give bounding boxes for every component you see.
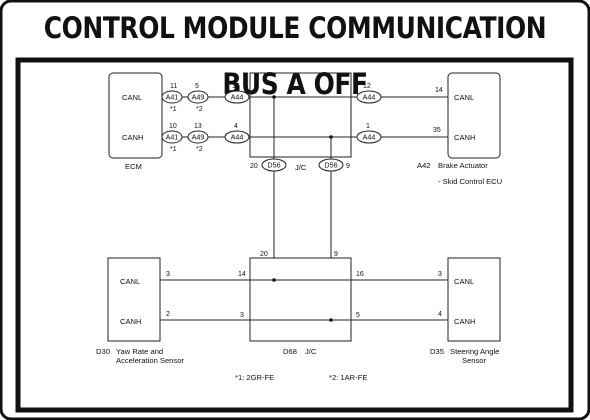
- brake-canl-pin: 14: [435, 87, 443, 94]
- steer-canl-pin: 3: [438, 271, 442, 278]
- jc-top-label: J/C: [295, 163, 307, 172]
- ecm-canh-note1: *1: [170, 146, 177, 153]
- ecm-canl-conn1: A41: [166, 93, 179, 102]
- jc-top-conn-left: D56: [267, 161, 280, 170]
- jc-top-num-right: 9: [346, 163, 350, 170]
- ecm-canh-note2: *2: [196, 146, 203, 153]
- ecm-canl-conn3: A44: [231, 93, 244, 102]
- ecm-canh-label: CANH: [122, 133, 144, 142]
- ecm-box: [108, 72, 163, 159]
- yaw-canl-label: CANL: [120, 277, 140, 286]
- ecm-name: ECM: [125, 162, 142, 171]
- brake-canl-num-left: 12: [363, 83, 371, 90]
- ecm-canh-num3: 4: [234, 123, 238, 130]
- ecm-canh-num2: 13: [194, 123, 202, 130]
- yaw-canh-label: CANH: [120, 317, 142, 326]
- ecm-canl-num3: 15: [232, 83, 240, 90]
- steering-sensor-box: [447, 257, 501, 342]
- jc-bottom-in-right-bot: 5: [356, 312, 360, 319]
- jc-bottom-in-right-top: 16: [356, 271, 364, 278]
- steer-name: Steering Angle: [450, 347, 499, 356]
- ecm-canl-conn2: A49: [192, 93, 205, 102]
- jc-bottom-top-left: 20: [260, 251, 268, 258]
- jc-bottom-top-right: 9: [334, 251, 338, 258]
- yaw-canl-pin: 3: [166, 271, 170, 278]
- jc-bottom-label: J/C: [305, 347, 317, 356]
- brake-name: Brake Actuator: [438, 161, 488, 170]
- footnote-1: *1: 2GR-FE: [235, 373, 274, 382]
- jc-top-box: [249, 72, 352, 158]
- brake-ref: A42: [417, 161, 431, 170]
- yaw-name: Yaw Rate and: [116, 347, 163, 356]
- steer-ref: D35: [430, 347, 444, 356]
- yaw-ref: D30: [96, 347, 110, 356]
- brake-subname: - Skid Control ECU: [438, 177, 502, 186]
- ecm-canl-label: CANL: [122, 93, 142, 102]
- footnote-2: *2: 1AR-FE: [329, 373, 367, 382]
- ecm-canl-num2: 5: [195, 83, 199, 90]
- yaw-sensor-box: [107, 257, 161, 342]
- ecm-canl-note1: *1: [170, 106, 177, 113]
- jc-top-conn-right: D56: [324, 161, 337, 170]
- jc-top-num-left: 20: [250, 163, 258, 170]
- ecm-canh-conn2: A49: [192, 133, 205, 142]
- steer-canh-label: CANH: [454, 317, 476, 326]
- ecm-canh-num1: 10: [169, 123, 177, 130]
- brake-canh-conn: A44: [363, 133, 376, 142]
- brake-canl-conn: A44: [363, 93, 376, 102]
- ecm-canl-note2: *2: [196, 106, 203, 113]
- brake-canh-pin: 35: [433, 127, 441, 134]
- jc-bottom-in-left-top: 14: [238, 271, 246, 278]
- yaw-canh-pin: 2: [166, 311, 170, 318]
- ecm-canh-conn3: A44: [231, 133, 244, 142]
- brake-canl-label: CANL: [454, 93, 474, 102]
- steer-canh-pin: 4: [438, 311, 442, 318]
- jc-bottom-box: [249, 257, 352, 342]
- steer-canl-label: CANL: [454, 277, 474, 286]
- ecm-canl-num1: 11: [170, 83, 177, 90]
- jc-bottom-ref: D68: [283, 347, 297, 356]
- steer-name2: Sensor: [462, 356, 487, 365]
- diagram-border: [15, 57, 574, 413]
- brake-canh-num-left: 1: [366, 123, 370, 130]
- brake-canh-label: CANH: [454, 133, 476, 142]
- yaw-name2: Acceleration Sensor: [116, 356, 184, 365]
- ecm-canh-conn1: A41: [166, 133, 179, 142]
- jc-bottom-in-left-bot: 3: [240, 312, 244, 319]
- brake-actuator-box: [447, 72, 501, 159]
